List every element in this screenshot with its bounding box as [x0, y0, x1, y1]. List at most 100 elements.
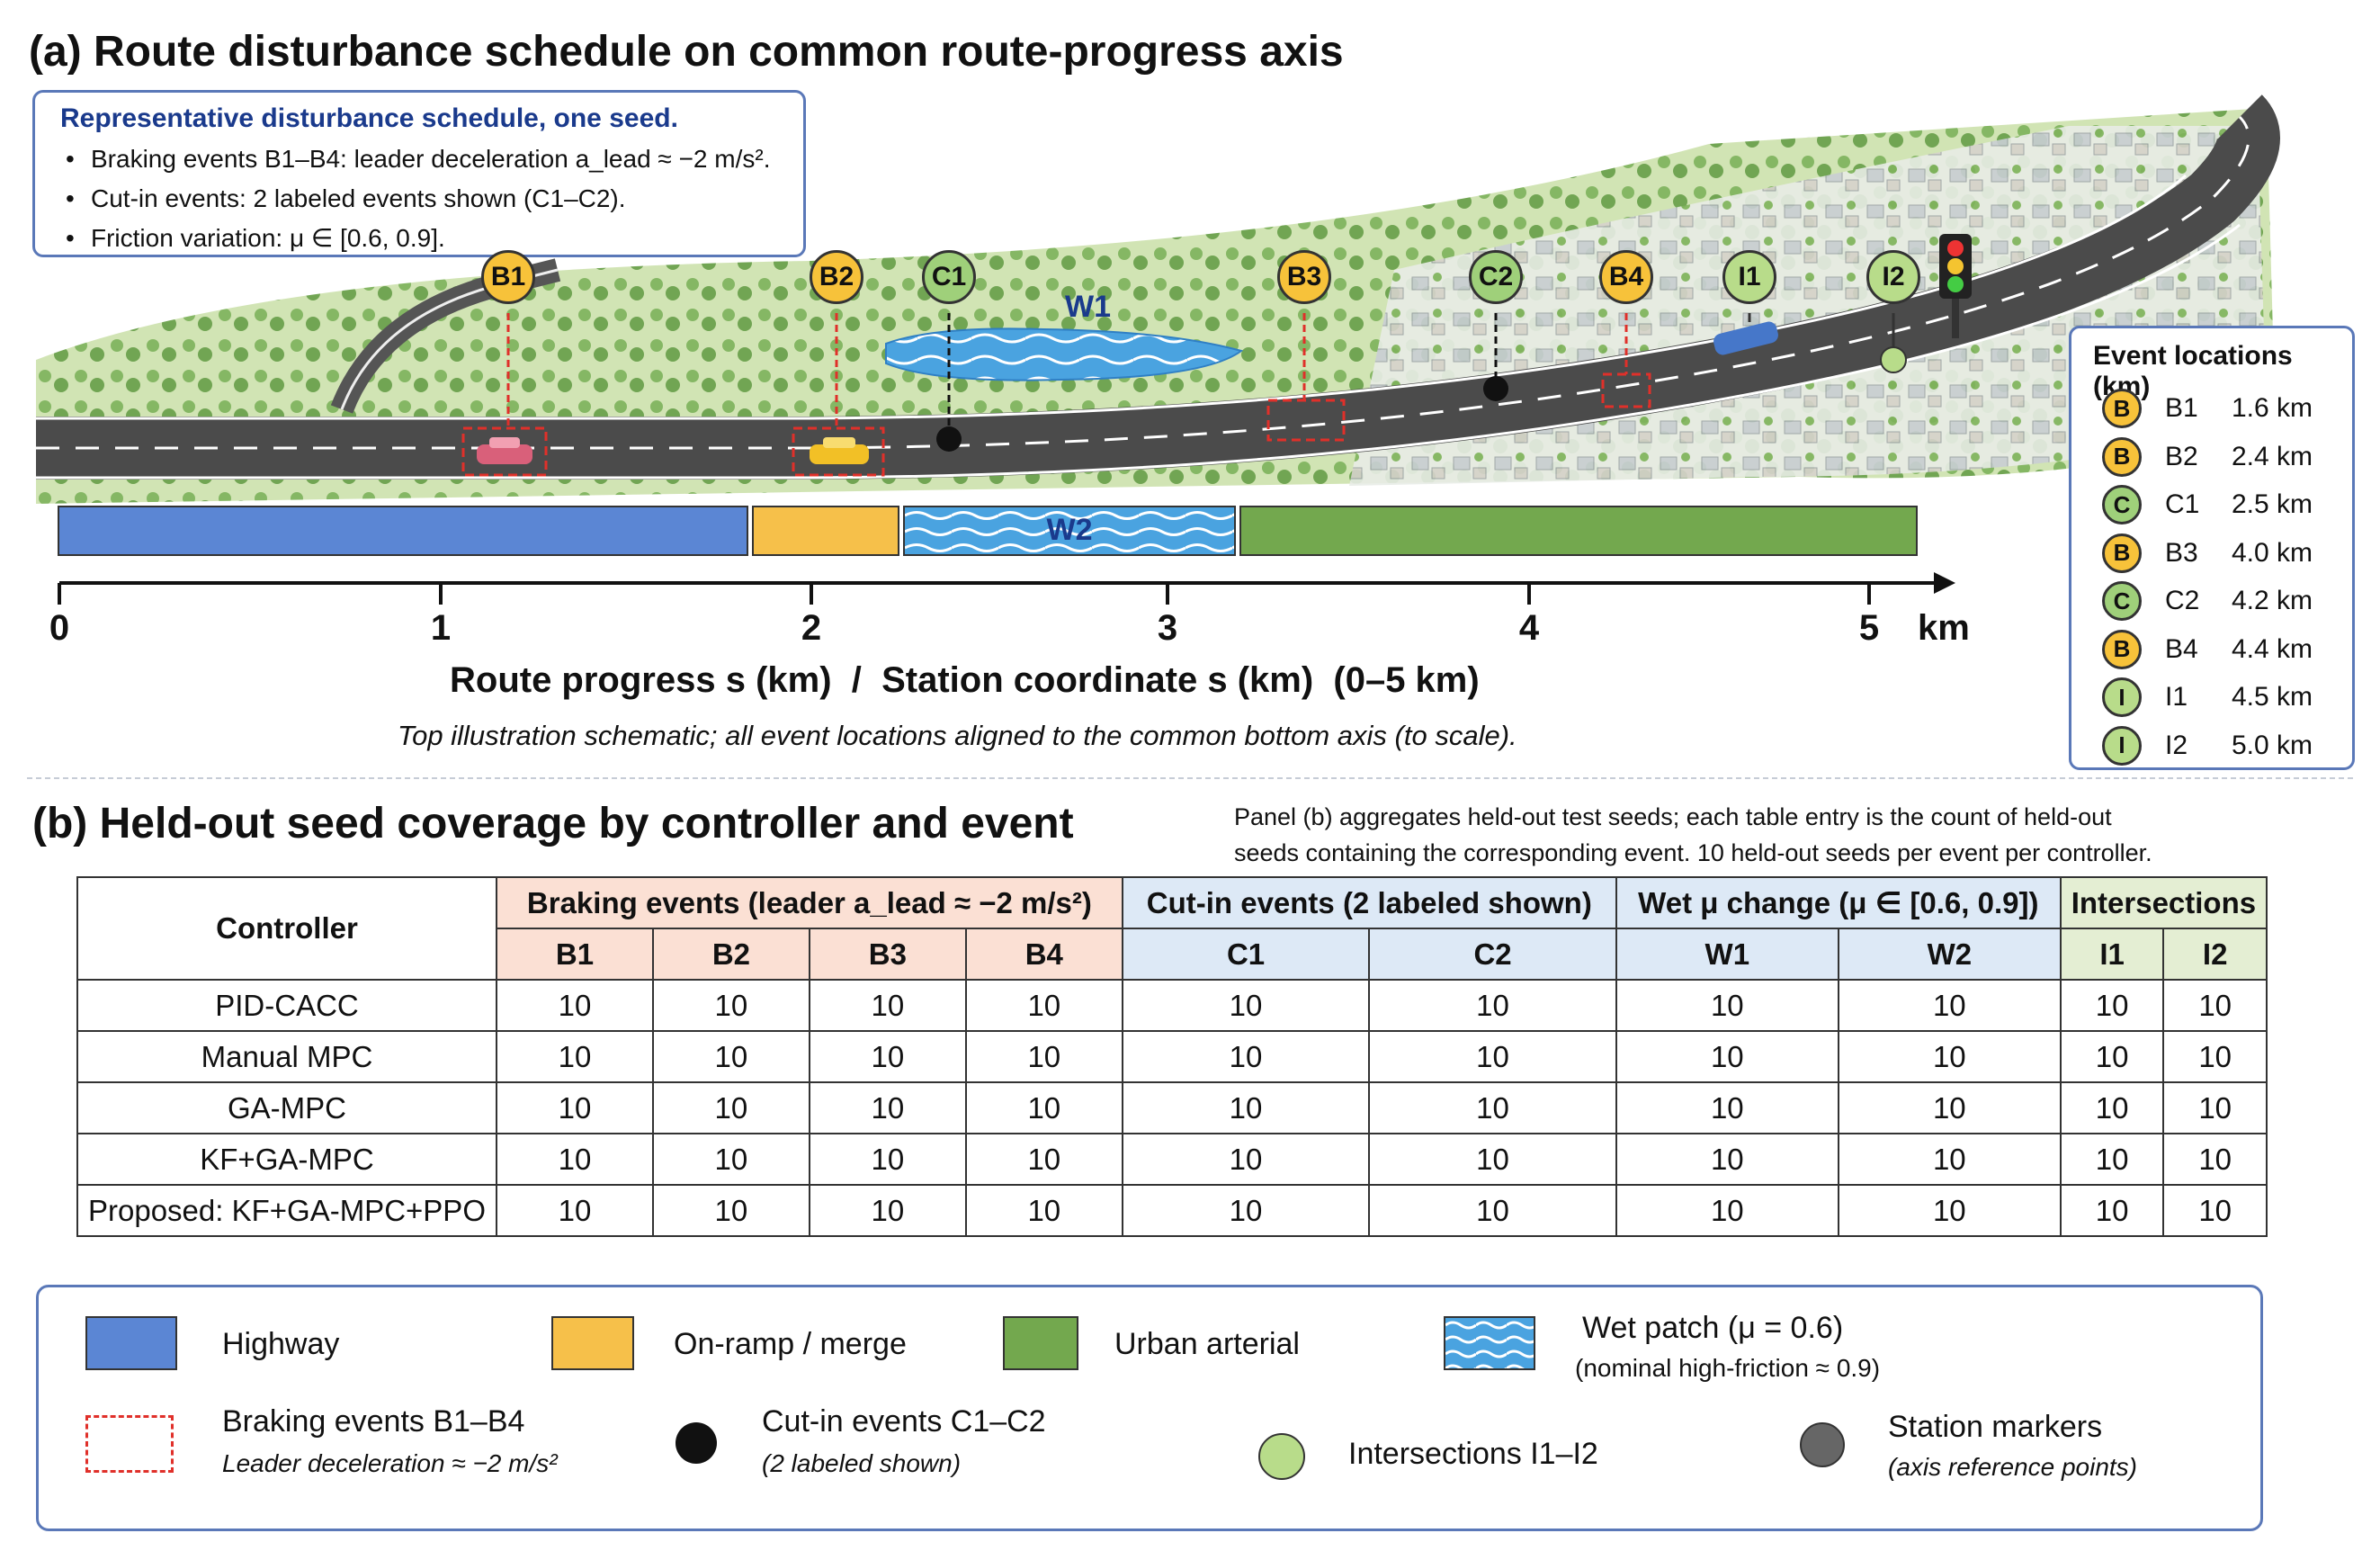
coverage-table: Controller Braking events (leader a_lead… — [76, 876, 2268, 1237]
segment-w2-label: W2 — [1046, 513, 1093, 547]
event-name: B2 — [2165, 441, 2198, 471]
marker-b3: B3 — [1277, 250, 1331, 304]
legend-stations-sub: (axis reference points) — [1888, 1453, 2138, 1481]
group-wet-header: Wet μ change (μ ∈ [0.6, 0.9]) — [1615, 876, 2062, 929]
braking-box-b1 — [461, 426, 548, 477]
car-icon — [1713, 321, 1778, 355]
event-location-row: B B2 2.4 km — [2102, 436, 2313, 478]
seed-count-cell: 10 — [2162, 1133, 2268, 1186]
legend-highway: Highway — [222, 1327, 340, 1361]
event-km: 4.4 km — [2232, 633, 2313, 664]
column-header-b3: B3 — [808, 928, 967, 981]
seed-count-cell: 10 — [1368, 1133, 1617, 1186]
seed-count-cell: 10 — [964, 1081, 1123, 1134]
legend-onramp: On-ramp / merge — [674, 1327, 907, 1361]
column-header-b2: B2 — [651, 928, 810, 981]
seed-count-cell: 10 — [1615, 979, 1839, 1032]
seed-count-cell: 10 — [1121, 1184, 1371, 1237]
braking-box-b3 — [1266, 399, 1346, 442]
seed-count-cell: 10 — [1837, 1081, 2062, 1134]
traffic-light-icon — [1939, 234, 1972, 338]
panel-b-note: Panel (b) aggregates held-out test seeds… — [1234, 803, 2152, 866]
seed-count-cell: 10 — [964, 1030, 1123, 1083]
seed-count-cell: 10 — [651, 1133, 810, 1186]
seed-count-cell: 10 — [1615, 1081, 1839, 1134]
seed-count-cell: 10 — [964, 1133, 1123, 1186]
legend-wet-sub: (nominal high-friction ≈ 0.9) — [1575, 1354, 1881, 1382]
legend-swatch-braking — [85, 1415, 174, 1473]
wet-patch-w1-label: W1 — [1065, 290, 1111, 324]
legend-swatch-urban — [1003, 1316, 1078, 1370]
segment-highway — [58, 506, 748, 556]
seed-count-cell: 10 — [496, 1133, 654, 1186]
seed-count-cell: 10 — [2059, 1081, 2165, 1134]
seed-count-cell: 10 — [651, 979, 810, 1032]
seed-count-cell: 10 — [496, 1081, 654, 1134]
note-bullet-friction: Friction variation: μ ∈ [0.6, 0.9]. — [60, 219, 770, 258]
schedule-note-list: Braking events B1–B4: leader deceleratio… — [60, 139, 770, 258]
event-badge: B — [2102, 629, 2142, 669]
event-km: 5.0 km — [2232, 730, 2313, 760]
marker-b1: B1 — [481, 250, 535, 304]
event-name: C2 — [2165, 586, 2200, 615]
event-badge: B — [2102, 389, 2142, 428]
seed-count-cell: 10 — [1368, 979, 1617, 1032]
legend-cutin: Cut-in events C1–C2 — [762, 1404, 1046, 1439]
column-header-c1: C1 — [1121, 928, 1371, 981]
group-braking-header: Braking events (leader a_lead ≈ −2 m/s²) — [496, 876, 1123, 929]
legend-swatch-stations — [1800, 1422, 1845, 1467]
car-icon — [810, 437, 869, 464]
event-locations-heading: Event locations (km) — [2093, 341, 2293, 401]
axis-tick-0: 0 — [49, 608, 70, 648]
note-bullet-braking: Braking events B1–B4: leader deceleratio… — [60, 139, 770, 179]
marker-c1: C1 — [922, 250, 976, 304]
event-name: B4 — [2165, 633, 2198, 664]
event-badge: C — [2102, 581, 2142, 621]
legend-braking: Braking events B1–B4 — [222, 1404, 525, 1439]
event-badge: C — [2102, 485, 2142, 524]
marker-i1: I1 — [1722, 250, 1776, 304]
cutin-dot-c2 — [1483, 376, 1508, 401]
seed-count-cell: 10 — [496, 979, 654, 1032]
controller-name: PID-CACC — [76, 979, 497, 1032]
seed-count-cell: 10 — [1837, 1184, 2062, 1237]
event-badge: I — [2102, 725, 2142, 766]
seed-count-cell: 10 — [1615, 1030, 1839, 1083]
event-km: 4.2 km — [2232, 586, 2313, 615]
event-name: B3 — [2165, 537, 2198, 568]
controller-header: Controller — [76, 876, 497, 981]
seed-count-cell: 10 — [2059, 1030, 2165, 1083]
axis-tick-4: 4 — [1518, 608, 1540, 648]
column-header-b4: B4 — [964, 928, 1123, 981]
column-header-w1: W1 — [1615, 928, 1839, 981]
column-header-i1: I1 — [2059, 928, 2165, 981]
event-km: 2.4 km — [2232, 441, 2313, 471]
seed-count-cell: 10 — [1121, 1133, 1371, 1186]
event-name: I1 — [2165, 682, 2188, 712]
wet-patch-w1 — [885, 327, 1244, 381]
legend-cutin-sub: (2 labeled shown) — [762, 1449, 962, 1477]
event-badge: B — [2102, 436, 2142, 477]
legend-intersections: Intersections I1–I2 — [1348, 1437, 1598, 1471]
seed-count-cell: 10 — [1615, 1133, 1839, 1186]
axis-title: Route progress s (km) / Station coordina… — [450, 660, 1480, 700]
legend-swatch-wet — [1444, 1316, 1535, 1370]
seed-count-cell: 10 — [1837, 979, 2062, 1032]
panel-divider — [27, 777, 2353, 779]
controller-name: Proposed: KF+GA-MPC+PPO — [76, 1184, 497, 1237]
intersection-dot-i2 — [1880, 346, 1907, 373]
schedule-note-box: Representative disturbance schedule, one… — [32, 90, 806, 258]
seed-count-cell: 10 — [651, 1184, 810, 1237]
column-header-i2: I2 — [2162, 928, 2268, 981]
seed-count-cell: 10 — [808, 1184, 967, 1237]
route-axis — [58, 572, 1955, 605]
seed-count-cell: 10 — [2162, 1184, 2268, 1237]
legend-swatch-intersections — [1258, 1433, 1305, 1480]
